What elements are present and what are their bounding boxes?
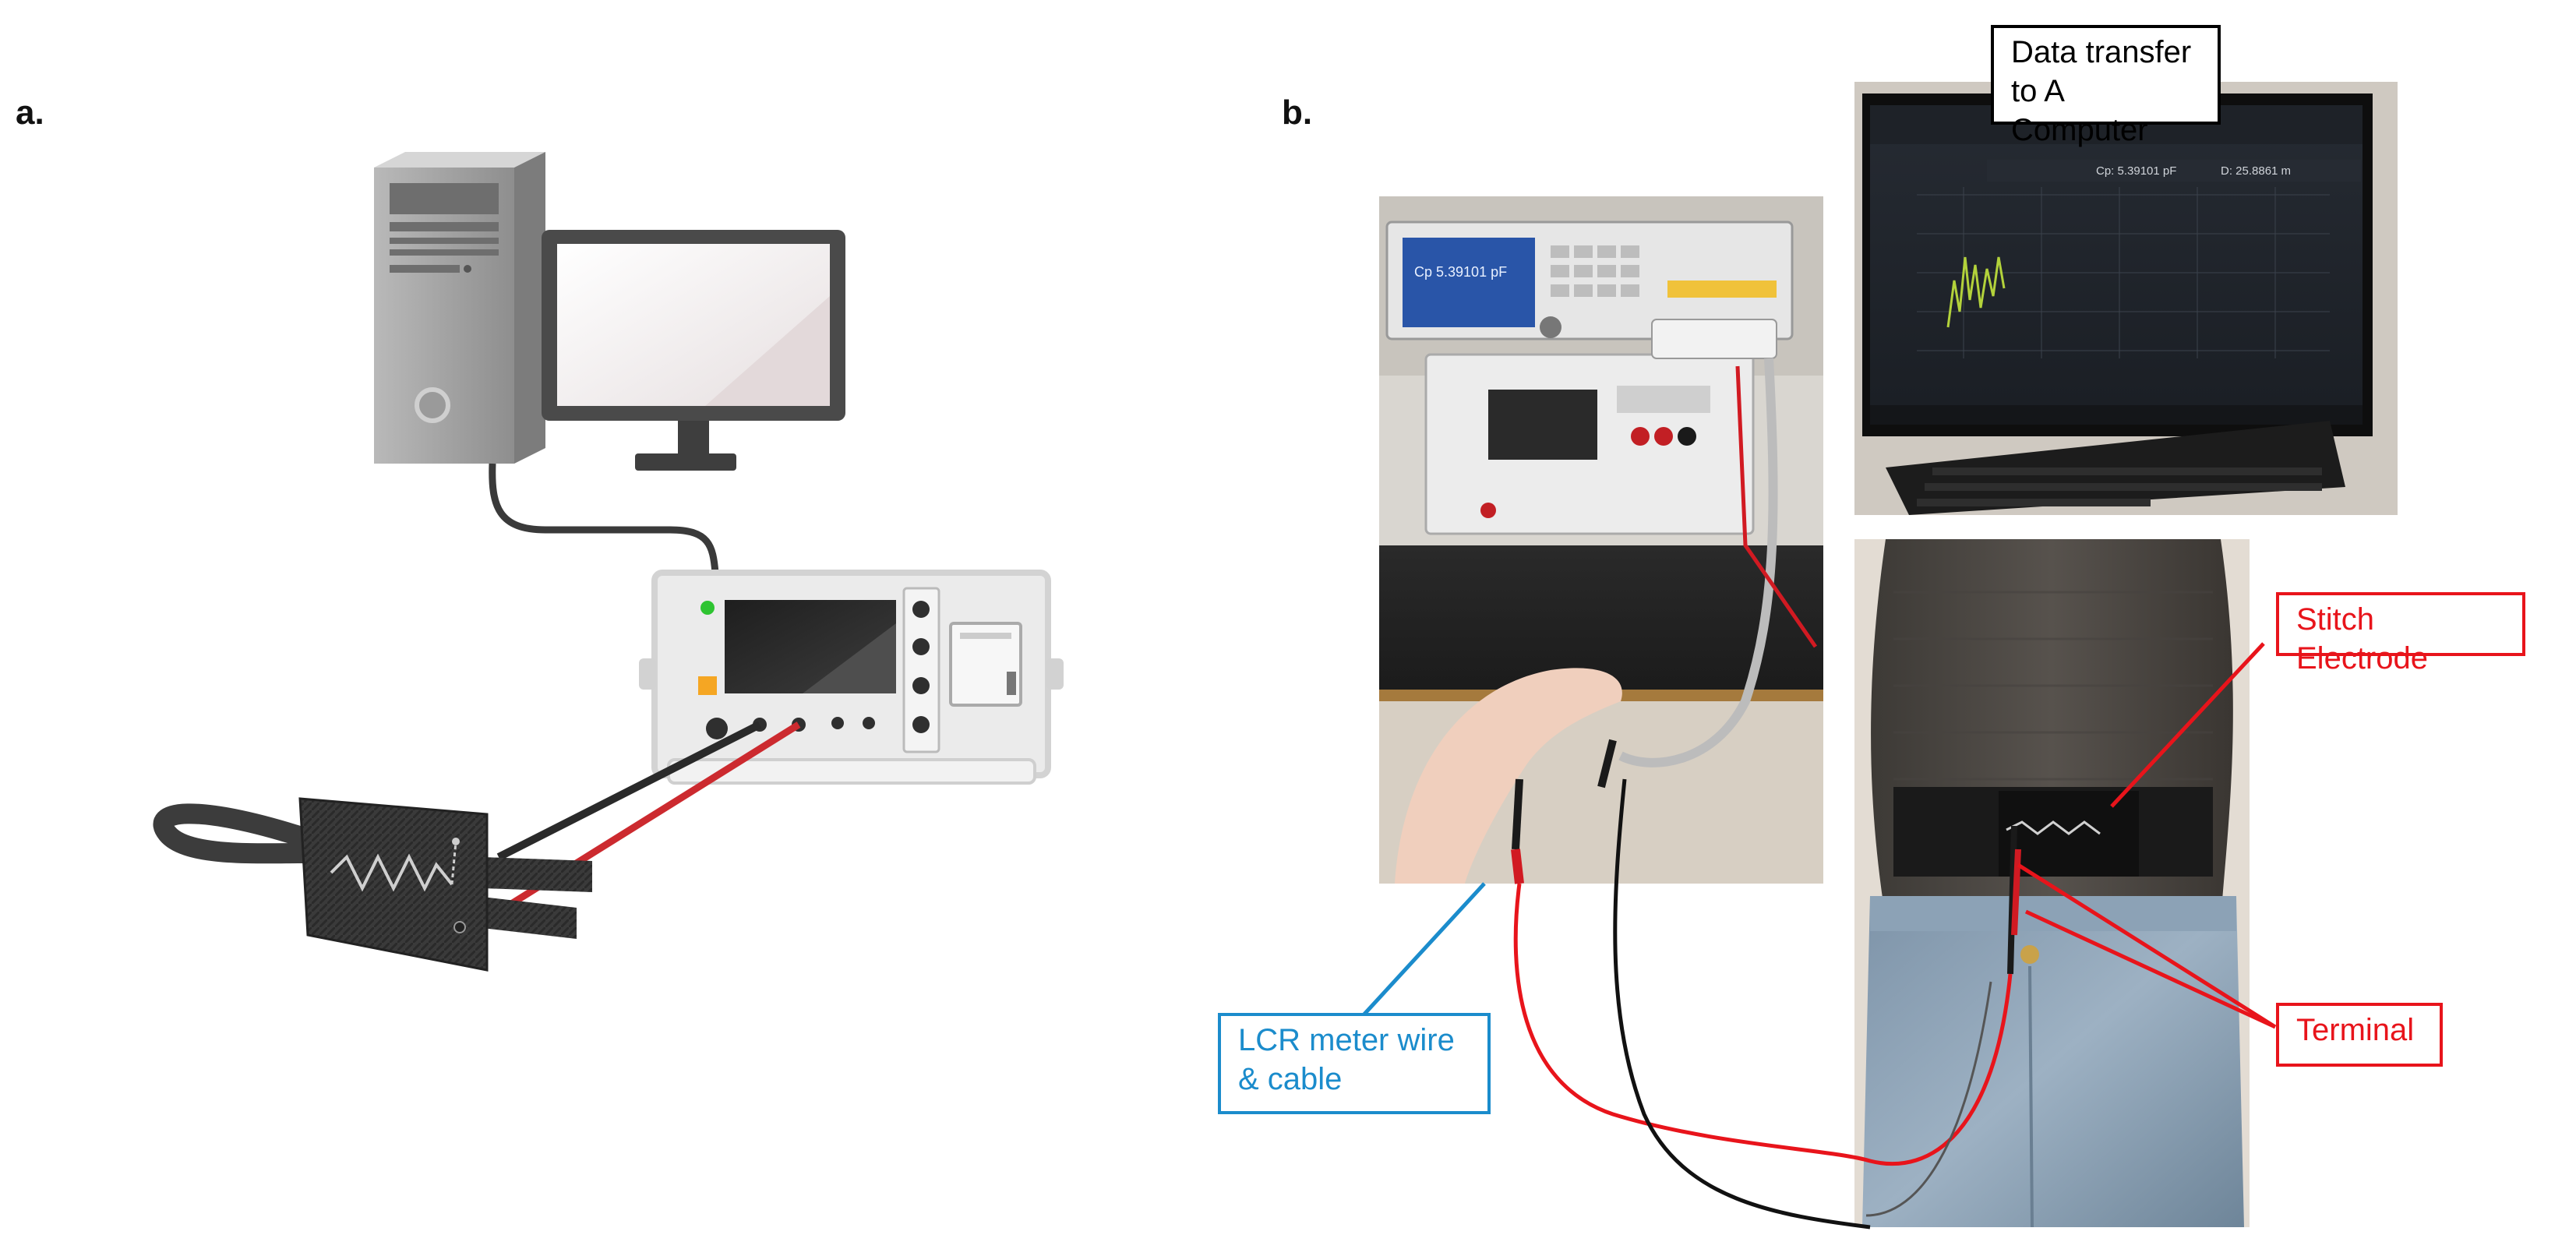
stitch-electrode-illustration [153,797,592,972]
computer-illustration [374,152,845,573]
data-transfer-text: Data transfer to A Computer [2011,35,2192,147]
orange-button-icon [698,676,717,695]
screen-plot-grid [1917,187,2330,358]
panel-b-label: b. [1282,93,1313,132]
stitch-electrode-text: Stitch Electrode [2296,602,2428,676]
lcr-pointer [1358,882,1486,1021]
lcr-meter-callout: LCR meter wire & cable [1218,1013,1491,1114]
red-lead-wire [1513,883,2013,1166]
lcr-meter-photo: Cp 5.39101 pF [1379,196,1823,884]
terminal-pointer-1 [2017,863,2277,1029]
terminal-pointer-2 [2024,909,2277,1029]
lcr-meter-illustration [465,570,1064,934]
pc-to-meter-cable [489,463,719,573]
power-led-icon [700,601,715,615]
stitch-electrode-callout: Stitch Electrode [2276,592,2525,676]
screen-cp-readout: Cp: 5.39101 pF [2096,164,2176,178]
terminal-callout: Terminal [2276,1003,2443,1067]
data-transfer-callout: Data transfer to A Computer [1991,25,2221,147]
stitch-electrode-pointer [2110,642,2265,808]
terminal-text: Terminal [2296,1013,2415,1047]
pc-tower-icon [374,152,545,464]
computer-photo: Cp: 5.39101 pF D: 25.8861 m [1854,82,2398,515]
printer-slot-icon [949,622,1022,707]
torso-photo [1854,539,2250,1228]
lcr-meter-text: LCR meter wire & cable [1238,1023,1455,1096]
black-lead-wire [1613,778,1871,1230]
screen-d-readout: D: 25.8861 m [2221,164,2291,178]
monitor-icon [542,230,845,471]
panel-a-label: a. [16,93,44,132]
meter-lcd-readout: Cp 5.39101 pF [1414,264,1507,280]
